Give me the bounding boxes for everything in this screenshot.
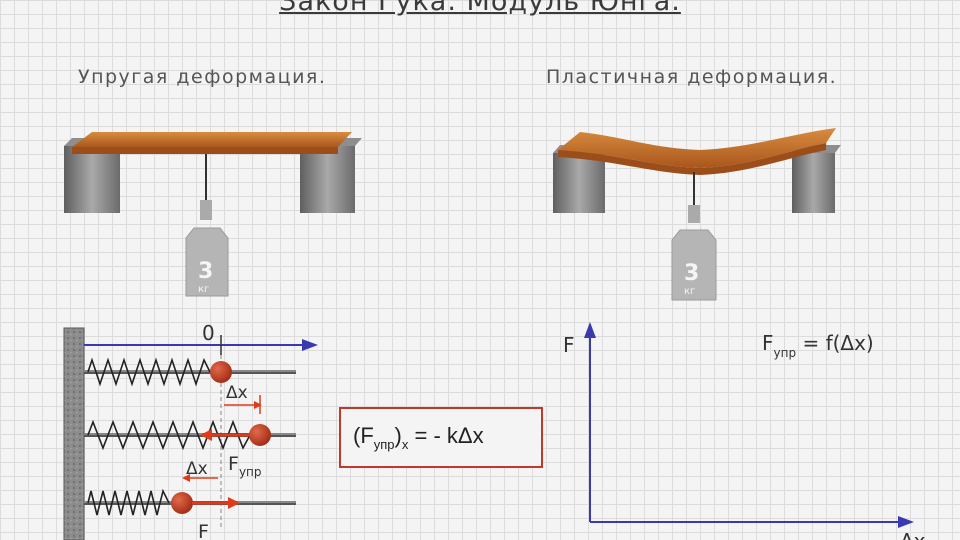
spring-row-2 [84,419,296,451]
plastic-left-support [553,153,605,213]
force-arrowhead [200,429,212,441]
graph-x-arrowhead [898,516,914,528]
page-title: Закон Гука. Модуль Юнга. [279,0,681,17]
dx-label-1: Δx [226,383,248,403]
ball [249,424,271,446]
dx-arrowhead-1 [254,401,262,409]
hookes-law-formula-box: (Fупр)x = - kΔx [339,407,543,468]
formula-part2: ) [394,423,402,448]
formula-part1: (F [353,423,374,448]
spring-row-1 [84,357,296,387]
graph-x-label: Δx [900,529,926,540]
graph-function-main: F [762,331,774,355]
elastic-weight-hook [200,200,212,220]
spring-coil [87,488,170,516]
graph-y-arrowhead [584,322,596,338]
force-arrowhead [228,497,240,509]
ball [210,361,232,383]
spring-coil [87,419,251,451]
spring-coil [87,357,211,387]
force-label-main: F [228,453,239,475]
spring-row-3 [84,488,296,516]
elastic-board-front [72,147,338,154]
plastic-board-front [558,143,826,175]
formula-part3: = - kΔx [408,423,484,448]
plastic-weight-mass: 3 [684,261,699,286]
elastic-weight [185,227,229,297]
bottom-force-label: F [198,521,209,540]
graph-function-label: Fупр = f(Δx) [762,331,874,360]
dx-label-2: Δx [186,459,208,479]
force-label: Fупр [228,453,262,479]
graph-y-label: F [563,333,575,357]
spring-diagram: 0 Δx Δx Fупр F [63,321,318,540]
graph-function-sub: упр [774,346,797,360]
plastic-deformation-heading: Пластичная деформация. [546,66,838,88]
origin-label: 0 [202,321,215,345]
plastic-board [558,128,836,168]
dx-arrowhead-2 [182,474,190,482]
plastic-right-support [792,153,835,213]
left-support [64,146,120,213]
ball [171,492,193,514]
elastic-weight-mass: 3 [198,259,213,284]
force-label-sub: упр [239,465,262,479]
x-axis-arrowhead [302,339,318,351]
plastic-weight [671,229,717,301]
plastic-scene [553,128,841,301]
plastic-weight-unit: кг [684,286,695,297]
graph-function-rest: = f(Δx) [796,331,874,355]
elastic-board [72,132,352,147]
plastic-weight-hook [688,205,700,223]
right-support [300,146,355,213]
elastic-weight-unit: кг [198,284,209,295]
hookes-law-formula: (Fупр)x = - kΔx [353,423,484,452]
formula-sub-x: x [401,437,409,452]
formula-sub: упр [373,437,395,452]
wall [63,327,85,540]
elastic-deformation-heading: Упругая деформация. [78,66,327,88]
force-graph: F Δx Fупр = f(Δx) [563,322,926,540]
elastic-scene [64,132,362,297]
